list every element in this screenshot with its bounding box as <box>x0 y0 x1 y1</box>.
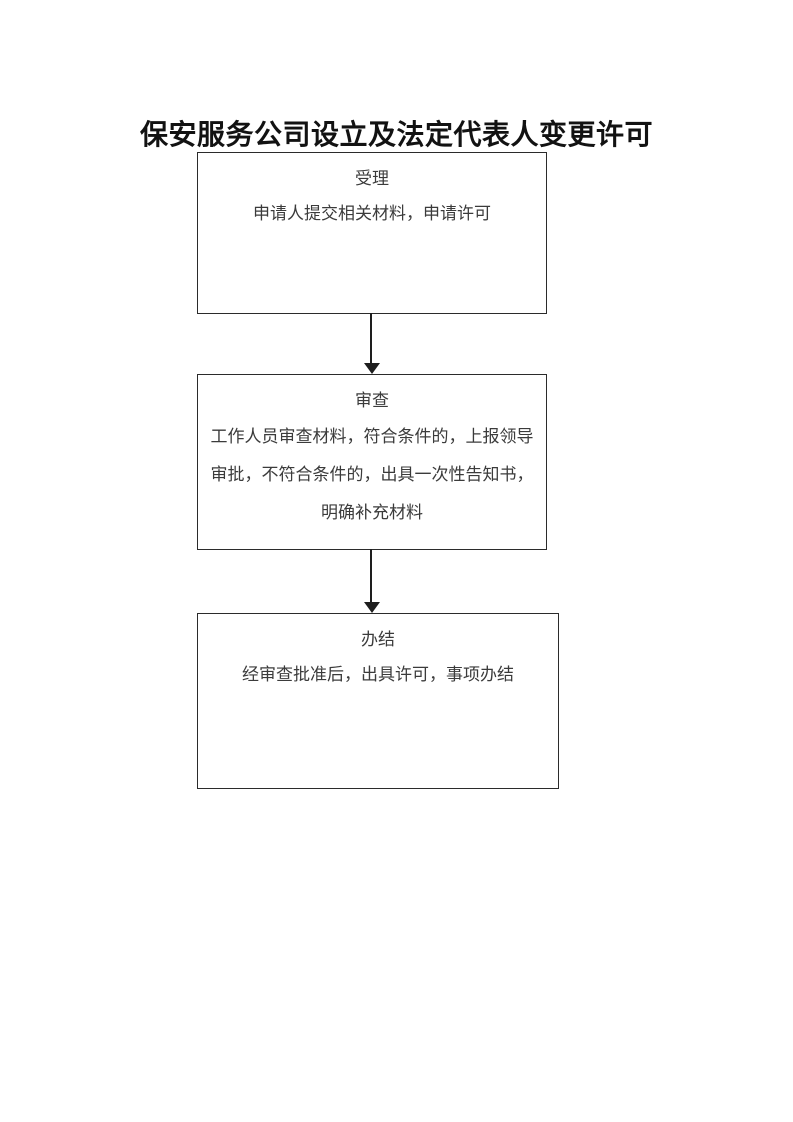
flow-step-review: 审查 工作人员审查材料，符合条件的，上报领导审批，不符合条件的，出具一次性告知书… <box>197 374 547 550</box>
flow-step-acceptance: 受理 申请人提交相关材料，申请许可 <box>197 152 547 314</box>
connector-acceptance-to-review <box>359 313 385 374</box>
connector-line <box>370 313 373 364</box>
down-arrow-icon <box>364 602 380 613</box>
connector-line <box>370 549 373 603</box>
flow-step-heading: 审查 <box>355 391 389 411</box>
down-arrow-icon <box>364 363 380 374</box>
flow-step-completion: 办结 经审查批准后，出具许可，事项办结 <box>197 613 559 789</box>
flow-step-body: 经审查批准后，出具许可，事项办结 <box>242 665 514 685</box>
flow-step-heading: 受理 <box>355 169 389 189</box>
flow-step-heading: 办结 <box>361 630 395 650</box>
flow-step-body: 申请人提交相关材料，申请许可 <box>253 204 491 224</box>
flow-step-body: 工作人员审查材料，符合条件的，上报领导审批，不符合条件的，出具一次性告知书，明确… <box>210 427 534 523</box>
connector-review-to-completion <box>359 549 385 613</box>
page-title: 保安服务公司设立及法定代表人变更许可 <box>139 117 653 151</box>
